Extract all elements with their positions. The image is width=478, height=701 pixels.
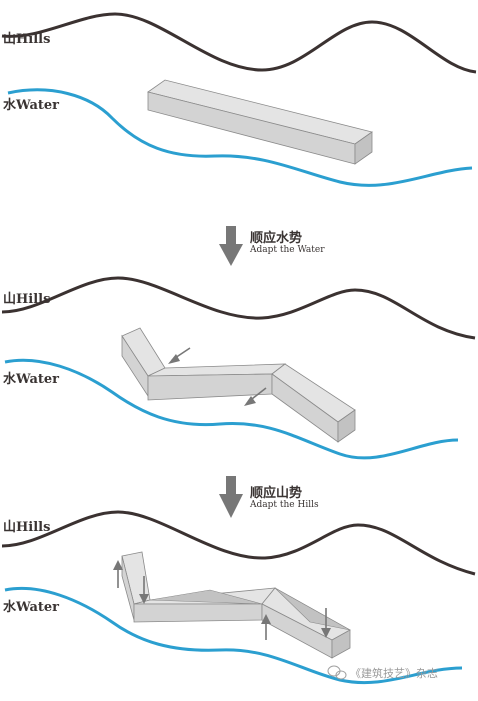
step-1-title-cn: 顺应水势 xyxy=(250,231,303,246)
water-line-1 xyxy=(7,88,473,187)
step-1-title-en: Adapt the Water xyxy=(250,245,325,255)
hills-line-3 xyxy=(1,510,476,576)
watermark-text: 《建筑技艺》杂志 xyxy=(350,667,438,680)
water-line-3 xyxy=(4,586,463,685)
push-arrows-2 xyxy=(168,347,267,406)
water-label-3: 水Water xyxy=(3,600,60,615)
water-label-2: 水Water xyxy=(3,372,60,387)
hills-line-1 xyxy=(1,12,477,74)
water-line-2 xyxy=(4,358,459,460)
building-block-bent xyxy=(121,327,356,443)
step-2-title-cn: 顺应山势 xyxy=(250,486,303,501)
wechat-icon xyxy=(327,665,347,680)
down-arrow-2 xyxy=(219,476,243,518)
hills-label-2: 山Hills xyxy=(3,292,51,307)
step-2-title-en: Adapt the Hills xyxy=(250,500,319,510)
fold-arrows-3 xyxy=(113,560,331,640)
hills-label-1: 山Hills xyxy=(3,32,51,47)
building-block-folded xyxy=(121,551,351,659)
water-label-1: 水Water xyxy=(3,98,60,113)
hills-label-3: 山Hills xyxy=(3,520,51,535)
hills-line-2 xyxy=(1,276,476,340)
building-block-straight xyxy=(147,79,373,165)
down-arrow-1 xyxy=(219,226,243,266)
